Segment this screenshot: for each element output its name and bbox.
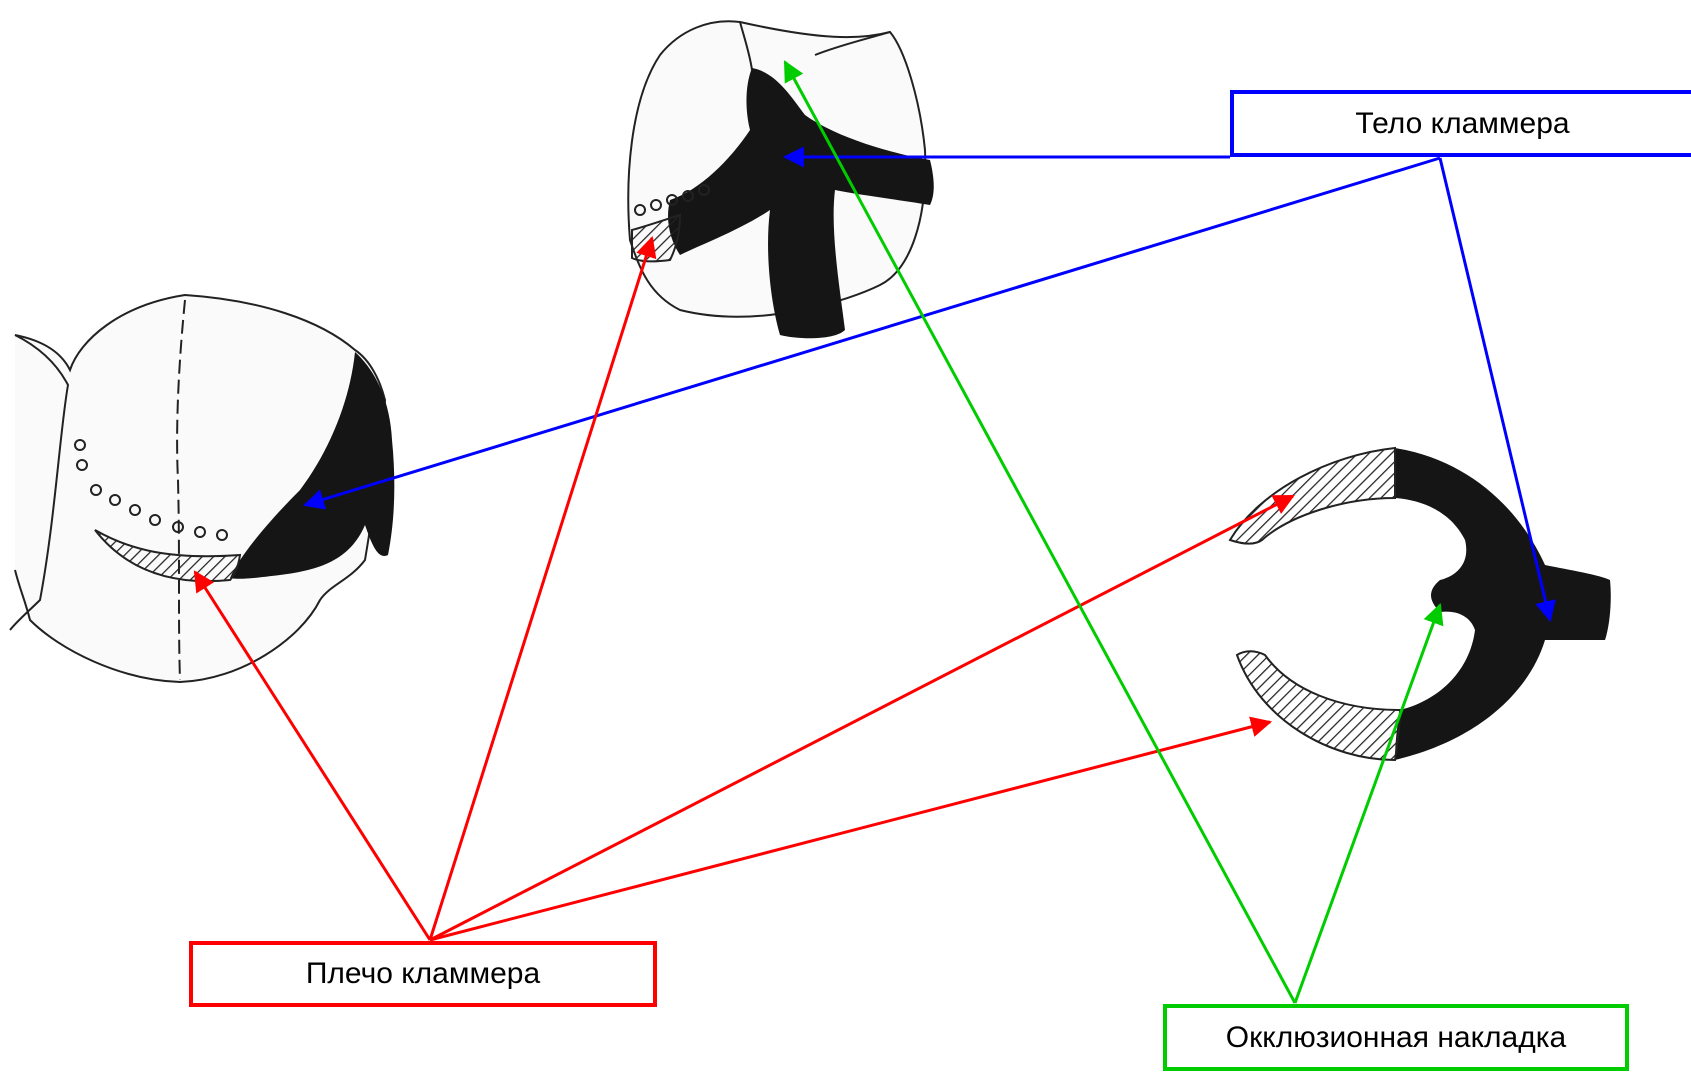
clasp-body-label-text: Тело кламмера (1355, 107, 1569, 141)
red-arrow-top-tooth (430, 238, 652, 940)
occlusal-rest-label-text: Окклюзионная накладка (1226, 1021, 1566, 1055)
clasp-body-arrows (305, 157, 1550, 620)
right-clasp-illustration (1230, 448, 1611, 760)
right-clasp-upper-arm (1230, 448, 1395, 544)
red-arrow-right-upper-arm (430, 496, 1293, 940)
clasp-arm-label-text: Плечо кламмера (306, 957, 540, 991)
occlusal-rest-label: Окклюзионная накладка (1163, 1004, 1629, 1071)
right-clasp-body (1395, 448, 1611, 760)
red-arrow-left-tooth (195, 572, 430, 940)
green-arrow-right-clasp (1295, 605, 1440, 1003)
right-clasp-lower-arm (1237, 651, 1400, 760)
clasp-arm-arrows (195, 238, 1293, 940)
clasp-arm-label: Плечо кламмера (189, 941, 657, 1007)
top-tooth-illustration (628, 21, 933, 338)
red-arrow-right-lower-arm (430, 722, 1270, 940)
green-arrow-top-tooth (785, 62, 1295, 1003)
clasp-body-label: Тело кламмера (1230, 90, 1691, 157)
left-tooth-illustration (10, 295, 394, 682)
